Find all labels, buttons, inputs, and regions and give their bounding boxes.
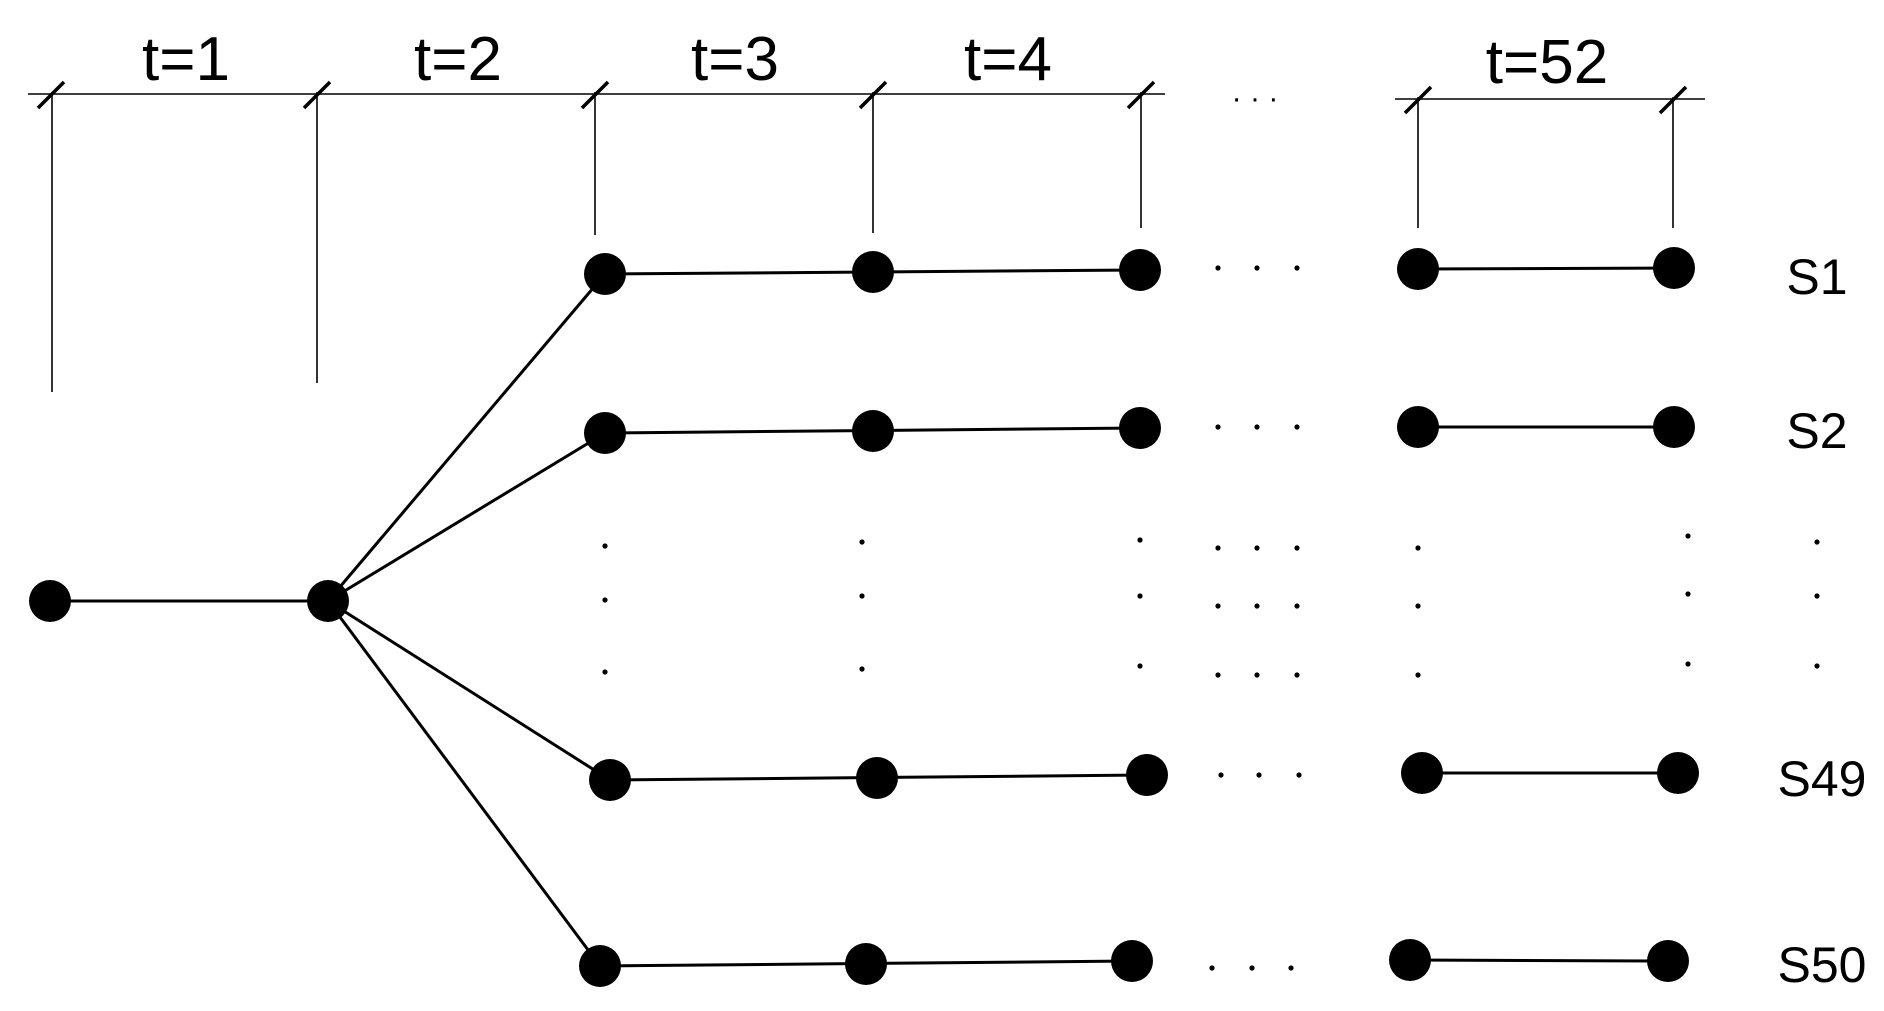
ellipsis-dot — [1218, 772, 1224, 778]
branch — [1409, 958, 1669, 963]
node-s1 — [1653, 247, 1695, 289]
ellipsis-dot — [1209, 965, 1215, 971]
ellipsis-dot — [1254, 672, 1260, 678]
node-s50 — [1111, 940, 1153, 982]
ellipsis-dot — [1137, 663, 1143, 669]
node-s2 — [1397, 406, 1439, 448]
node-s2 — [852, 410, 894, 452]
ellipsis-dot — [1294, 424, 1300, 430]
node-s2 — [1119, 407, 1161, 449]
ellipsis-dot — [1294, 545, 1300, 551]
ellipsis-dot — [1215, 603, 1221, 609]
node-s50 — [1647, 940, 1689, 982]
ellipsis-dot — [1294, 603, 1300, 609]
ellipsis-dot — [1415, 672, 1421, 678]
branch — [326, 273, 607, 602]
ellipsis-dot — [1685, 591, 1691, 597]
node-s2 — [1653, 406, 1695, 448]
scenario-labels: S1 S2 S49 S50 — [1778, 249, 1867, 993]
tree-branches — [50, 266, 1678, 968]
ellipsis-dot — [1685, 661, 1691, 667]
time-axis: t=1 t=2 t=3 t=4 t=52 · · · — [28, 25, 1705, 392]
ellipsis-dot — [1137, 593, 1143, 599]
ellipsis-dot — [1685, 533, 1691, 539]
ellipsis-dot — [1254, 265, 1260, 271]
ellipsis-dot — [1814, 539, 1820, 545]
branch — [327, 599, 611, 782]
ellipsis-dot — [1215, 424, 1221, 430]
ellipsis-dot — [1415, 603, 1421, 609]
tree-nodes — [29, 247, 1699, 987]
branch — [1417, 266, 1675, 271]
period-label-t4: t=4 — [964, 25, 1052, 94]
ellipsis-dots — [602, 265, 1820, 971]
ellipsis-dot — [1256, 772, 1262, 778]
ellipsis-dot — [859, 593, 865, 599]
period-label-t2: t=2 — [414, 25, 502, 94]
period-label-t52: t=52 — [1486, 28, 1608, 97]
ellipsis-dot — [1814, 663, 1820, 669]
node-s50 — [845, 943, 887, 985]
ellipsis-dot — [1814, 593, 1820, 599]
node-root — [29, 580, 71, 622]
node-s49 — [1126, 754, 1168, 796]
tick-mark — [36, 80, 66, 110]
time-ellipsis: · · · — [1232, 82, 1279, 115]
ellipsis-dot — [1415, 545, 1421, 551]
node-s49 — [1401, 752, 1443, 794]
node-s1 — [1119, 249, 1161, 291]
ellipsis-dot — [1254, 545, 1260, 551]
node-t2 — [307, 580, 349, 622]
node-s49 — [589, 759, 631, 801]
node-s1 — [852, 251, 894, 293]
ellipsis-dot — [602, 597, 608, 603]
ellipsis-dot — [1215, 545, 1221, 551]
scenario-label-s49: S49 — [1778, 751, 1867, 807]
node-s1 — [1397, 248, 1439, 290]
ellipsis-dot — [1137, 537, 1143, 543]
ellipsis-dot — [1215, 672, 1221, 678]
node-s50 — [579, 945, 621, 987]
scenario-label-s50: S50 — [1778, 937, 1867, 993]
ellipsis-dot — [859, 539, 865, 545]
node-s1 — [584, 253, 626, 295]
ellipsis-dot — [1249, 965, 1255, 971]
ellipsis-dot — [1296, 772, 1302, 778]
period-label-t1: t=1 — [142, 25, 230, 94]
ellipsis-dot — [1294, 265, 1300, 271]
ellipsis-dot — [602, 543, 608, 549]
ellipsis-dot — [602, 669, 608, 675]
scenario-label-s1: S1 — [1786, 249, 1847, 305]
ellipsis-dot — [1294, 672, 1300, 678]
period-label-t3: t=3 — [691, 25, 779, 94]
node-s49 — [856, 757, 898, 799]
branch — [326, 600, 602, 967]
ellipsis-dot — [1288, 965, 1294, 971]
ellipsis-dot — [1215, 265, 1221, 271]
node-s49 — [1657, 752, 1699, 794]
scenario-label-s2: S2 — [1786, 403, 1847, 459]
ellipsis-dot — [859, 666, 865, 672]
ellipsis-dot — [1254, 603, 1260, 609]
ellipsis-dot — [1254, 424, 1260, 430]
branch — [327, 431, 606, 603]
node-s2 — [584, 412, 626, 454]
node-s50 — [1389, 939, 1431, 981]
